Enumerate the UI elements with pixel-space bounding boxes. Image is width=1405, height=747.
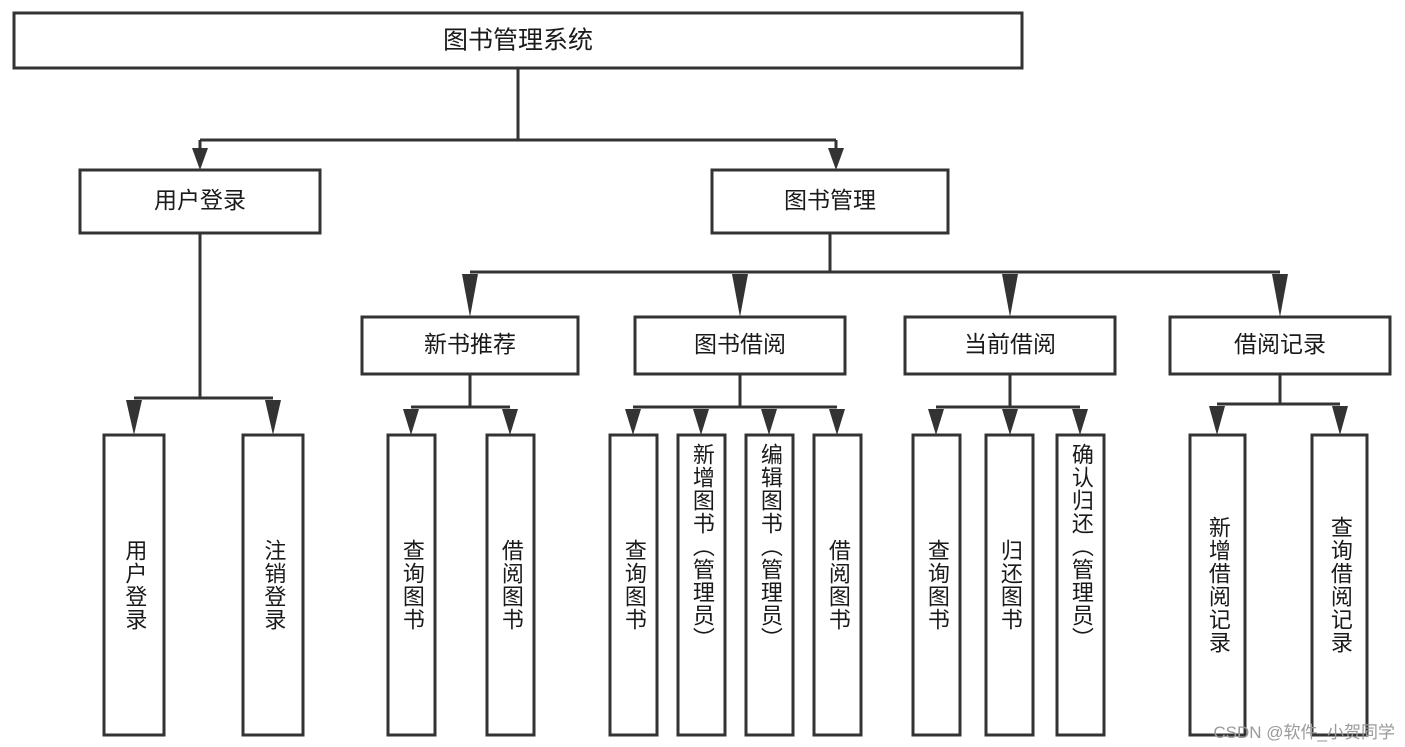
- arrow-head-return-book: [1002, 409, 1018, 435]
- arrow-head-confirm-return-admin: [1072, 409, 1088, 435]
- node-book-borrow-rect[interactable]: [633, 315, 847, 376]
- node-current-borrow-rect[interactable]: [903, 315, 1117, 376]
- arrow-head-borrow-book-2: [829, 409, 845, 435]
- leaf-logout-rect[interactable]: [241, 433, 305, 737]
- arrow-head-book-manage: [828, 148, 844, 170]
- leaf-query-borrow-record-rect[interactable]: [1310, 433, 1369, 737]
- arrow-head-query-borrow-record: [1332, 406, 1348, 435]
- node-layer: 图书管理系统 用户登录 图书管理 新书推荐 图书借阅 当前: [12, 11, 1392, 737]
- node-root-label: 图书管理系统: [443, 27, 593, 55]
- node-book-borrow[interactable]: 图书借阅: [633, 315, 847, 376]
- leaf-query-book-1-rect[interactable]: [386, 433, 437, 737]
- arrow-head-query-book-2: [625, 409, 641, 435]
- node-user-login-label: 用户登录: [154, 187, 246, 213]
- node-root-rect[interactable]: [12, 11, 1024, 70]
- node-new-book-recommend-rect[interactable]: [360, 315, 580, 376]
- leaf-confirm-return-admin-rect[interactable]: [1055, 433, 1106, 737]
- leaf-add-book-admin-rect[interactable]: [676, 433, 727, 737]
- node-current-borrow[interactable]: 当前借阅: [903, 315, 1117, 376]
- arrow-head-add-book-admin: [693, 409, 709, 435]
- leaf-borrow-book-1-rect[interactable]: [485, 433, 536, 737]
- node-book-manage[interactable]: 图书管理: [710, 168, 950, 235]
- node-root[interactable]: 图书管理系统: [12, 11, 1024, 70]
- arrow-head-query-book-1: [403, 409, 419, 435]
- leaf-query-book-3-rect[interactable]: [911, 433, 962, 737]
- node-book-manage-rect[interactable]: [710, 168, 950, 235]
- leaf-return-book-rect[interactable]: [984, 433, 1035, 737]
- node-book-manage-label: 图书管理: [784, 187, 876, 213]
- connector-layer: [126, 68, 1348, 435]
- arrow-head-query-book-3: [928, 409, 944, 435]
- node-new-book-recommend-label: 新书推荐: [424, 331, 516, 357]
- watermark-text: CSDN @软件_小贺同学: [1213, 723, 1395, 742]
- node-user-login[interactable]: 用户登录: [78, 168, 322, 235]
- node-user-login-rect[interactable]: [78, 168, 322, 235]
- arrow-head-add-borrow-record: [1209, 406, 1225, 435]
- node-borrow-record-rect[interactable]: [1168, 315, 1392, 376]
- node-borrow-record-label: 借阅记录: [1234, 331, 1326, 357]
- node-new-book-recommend[interactable]: 新书推荐: [360, 315, 580, 376]
- arrow-head-login: [126, 400, 142, 435]
- node-borrow-record[interactable]: 借阅记录: [1168, 315, 1392, 376]
- arrow-head-borrow-book-1: [502, 409, 518, 435]
- leaf-edit-book-admin-rect[interactable]: [744, 433, 795, 737]
- arrow-head-user-login: [192, 148, 208, 170]
- arrow-head-borrow-record: [1272, 274, 1288, 317]
- arrow-head-logout: [265, 400, 281, 435]
- arrow-head-edit-book-admin: [761, 409, 777, 435]
- arrow-head-new-book-recommend: [462, 274, 478, 317]
- node-book-borrow-label: 图书借阅: [694, 331, 786, 357]
- leaf-add-borrow-record-rect[interactable]: [1188, 433, 1247, 737]
- leaf-query-book-2-rect[interactable]: [608, 433, 659, 737]
- arrow-head-book-borrow: [732, 274, 748, 317]
- arrow-head-current-borrow: [1002, 274, 1018, 317]
- node-current-borrow-label: 当前借阅: [964, 331, 1056, 357]
- leaf-login-rect[interactable]: [102, 433, 166, 737]
- leaf-borrow-book-2-rect[interactable]: [812, 433, 863, 737]
